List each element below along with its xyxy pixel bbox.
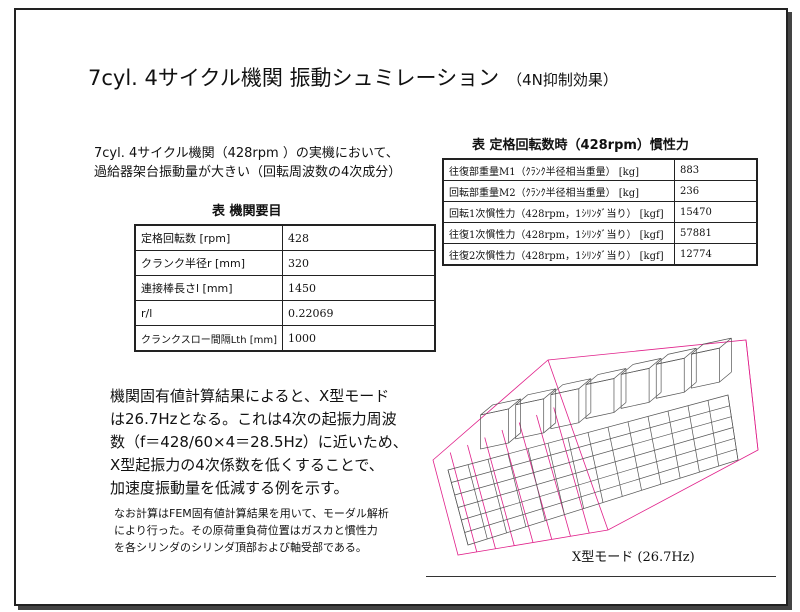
fem-mode-figure [432, 337, 759, 556]
table-row: 往復1次慣性力（428rpm，1ｼﾘﾝﾀﾞ当り） [kgf]57881 [442, 222, 758, 244]
body-line: X型起振力の4次係数を低くすることで、 [110, 456, 384, 474]
engine-spec-table: 定格回転数 [rpm]428 クランク半径r [mm]320 連接棒長さl [m… [134, 224, 436, 352]
table-row: クランクスロー間隔Lth [mm]1000 [134, 325, 436, 352]
table-row: クランク半径r [mm]320 [134, 250, 436, 276]
figure-caption: X型モード (26.7Hz) [572, 550, 695, 565]
note-line: なお計算はFEM固有値計算結果を用いて、モーダル解析 [114, 507, 389, 520]
figure-underline [426, 576, 776, 577]
cell-value: 57881 [674, 222, 758, 244]
cell-label: 往復2次慣性力（428rpm，1ｼﾘﾝﾀﾞ当り） [kgf] [442, 243, 675, 266]
mode-shape-outline [432, 339, 759, 556]
cell-value: 236 [674, 180, 758, 202]
cell-label: 連接棒長さl [mm] [134, 275, 283, 301]
cell-value: 15470 [674, 201, 758, 223]
cell-label: 回転部重量M2（ｸﾗﾝｸ半径相当重量） [kg] [442, 180, 675, 202]
table-row: 定格回転数 [rpm]428 [134, 224, 436, 251]
body-line: は26.7Hzとなる。これは4次の起振力周波 [110, 410, 397, 428]
table-row: 回転部重量M2（ｸﾗﾝｸ半径相当重量） [kg]236 [442, 180, 758, 202]
title-main: 7cyl. 4サイクル機関 振動シュミレーション [88, 66, 500, 90]
table2-caption: 表 定格回転数時（428rpm）慣性力 [472, 138, 689, 153]
explanation-text: 機関固有値計算結果によると、X型モード は26.7Hzとなる。これは4次の起振力… [110, 385, 408, 500]
cell-value: 12774 [674, 243, 758, 266]
cell-value: 883 [674, 158, 758, 181]
table-row: 往復2次慣性力（428rpm，1ｼﾘﾝﾀﾞ当り） [kgf]12774 [442, 243, 758, 266]
body-line: 数（f＝428/60×4＝28.5Hz）に近いため、 [110, 433, 408, 451]
footnote-text: なお計算はFEM固有値計算結果を用いて、モーダル解析 により行った。その原荷重負… [114, 505, 389, 556]
engine-mesh [447, 337, 739, 546]
cell-label: 往復1次慣性力（428rpm，1ｼﾘﾝﾀﾞ当り） [kgf] [442, 222, 675, 244]
note-line: により行った。その原荷重負荷位置はガスカと慣性力 [114, 524, 378, 537]
slide-title: 7cyl. 4サイクル機関 振動シュミレーション （4N抑制効果） [88, 62, 618, 92]
intro-text: 7cyl. 4サイクル機関（428rpm ）の実機において、 過給器架台振動量が… [94, 144, 401, 182]
cell-label: r/l [134, 300, 283, 326]
intro-line: 過給器架台振動量が大きい（回転周波数の4次成分） [94, 165, 402, 180]
slide-frame: 7cyl. 4サイクル機関 振動シュミレーション （4N抑制効果） 7cyl. 4… [14, 8, 788, 606]
intro-line: 7cyl. 4サイクル機関（428rpm ）の実機において、 [94, 146, 399, 161]
cell-label: 回転1次慣性力（428rpm，1ｼﾘﾝﾀﾞ当り） [kgf] [442, 201, 675, 223]
table-row: 連接棒長さl [mm]1450 [134, 275, 436, 301]
cell-label: 往復部重量M1（ｸﾗﾝｸ半径相当重量） [kg] [442, 158, 675, 181]
note-line: を各シリンダのシリンダ頂部および軸受部である。 [114, 541, 367, 554]
cell-label: 定格回転数 [rpm] [134, 224, 283, 251]
cell-label: クランクスロー間隔Lth [mm] [134, 325, 283, 352]
cell-label: クランク半径r [mm] [134, 250, 283, 276]
table-row: 往復部重量M1（ｸﾗﾝｸ半径相当重量） [kg]883 [442, 158, 758, 181]
cell-value: 320 [282, 250, 436, 276]
title-sub: （4N抑制効果） [507, 71, 618, 89]
body-line: 機関固有値計算結果によると、X型モード [110, 387, 390, 405]
cell-value: 1450 [282, 275, 436, 301]
table-row: 回転1次慣性力（428rpm，1ｼﾘﾝﾀﾞ当り） [kgf]15470 [442, 201, 758, 223]
inertia-force-table: 往復部重量M1（ｸﾗﾝｸ半径相当重量） [kg]883 回転部重量M2（ｸﾗﾝｸ… [442, 158, 758, 266]
cell-value: 1000 [282, 325, 436, 352]
table1-caption: 表 機関要目 [212, 204, 282, 219]
cell-value: 428 [282, 224, 436, 251]
body-line: 加速度振動量を低減する例を示す。 [110, 479, 349, 497]
cell-value: 0.22069 [282, 300, 436, 326]
